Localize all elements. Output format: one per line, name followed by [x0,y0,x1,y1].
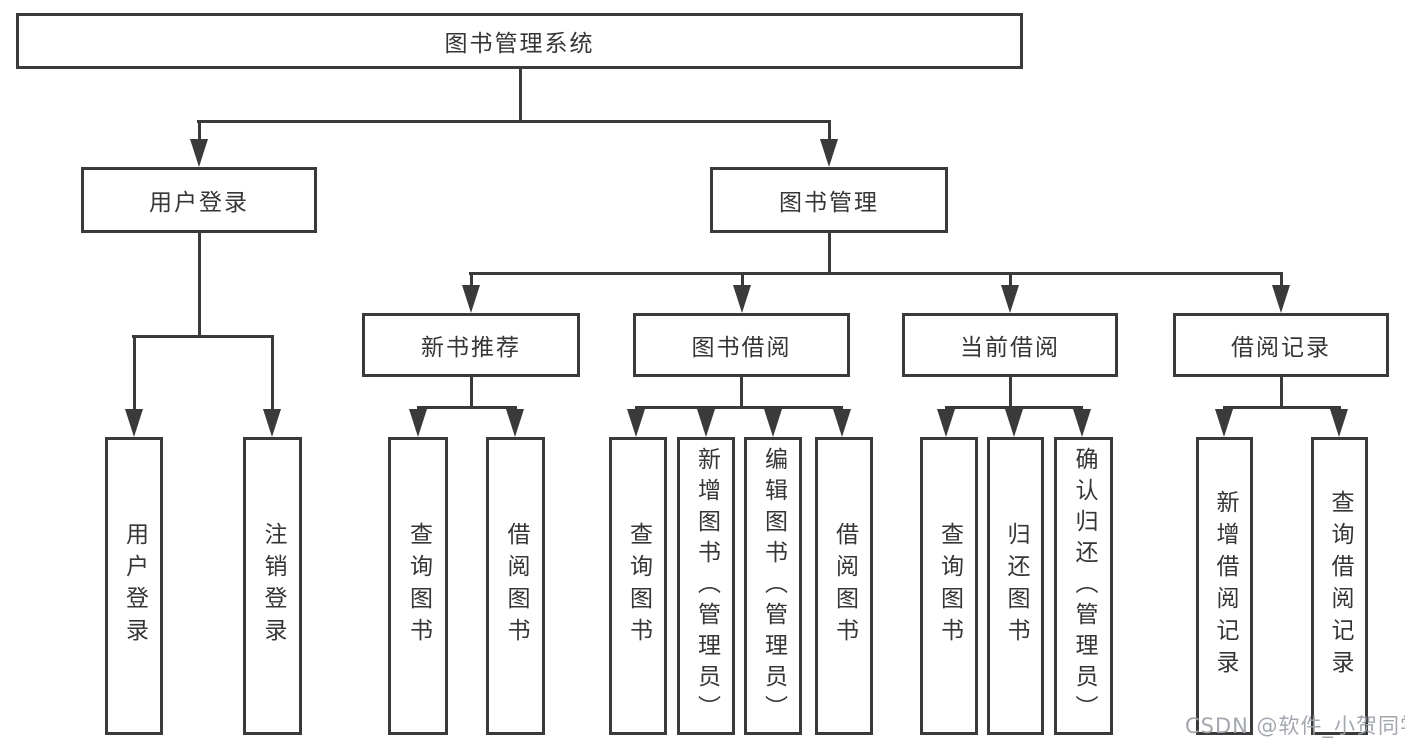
arrowhead-leaf-icon [627,409,645,437]
leaf-logout: 注销登录 [243,437,302,735]
arrowhead-leaf-icon [697,409,715,437]
arrowhead-leaf-icon [937,409,955,437]
arrowhead-leaf-icon [1330,409,1348,437]
arrowhead-user-login-icon [190,139,208,167]
leaf-add-borrow-record: 新增借阅记录 [1196,437,1253,735]
arrowhead-leaf-icon [1073,409,1091,437]
connector-new-book-stem [470,377,473,409]
arrowhead-login-leaf-icon [125,409,143,437]
connector-user-login-stem [198,233,201,337]
connector-book-mgmt-branch [469,272,1283,275]
leaf-query-borrow-record: 查询借阅记录 [1311,437,1368,735]
leaf-user-login: 用户登录 [105,437,163,735]
connector-borrow-records-stem [1280,377,1283,409]
connector-user-login-drop [198,123,201,143]
connector-root-stem [519,69,522,121]
connector-user-login-branch [132,335,274,338]
connector-root-branch [197,120,831,123]
connector-borrow-records-leafbranch [1223,406,1341,409]
connector-current-borrow-drop [1009,275,1012,289]
arrowhead-leaf-icon [833,409,851,437]
arrowhead-book-borrow-icon [733,285,751,313]
connector-book-mgmt-stem [828,233,831,275]
arrowhead-logout-leaf-icon [263,409,281,437]
connector-book-mgmt-drop [828,123,831,143]
leaf-return-books: 归还图书 [987,437,1044,735]
arrowhead-leaf-icon [764,409,782,437]
connector-book-borrow-stem [740,377,743,409]
leaf-add-book-admin: 新增图书（管理员） [677,437,735,735]
connector-new-book-leafbranch [417,406,517,409]
node-user-login: 用户登录 [81,167,317,233]
connector-book-borrow-drop [741,275,744,289]
connector-book-borrow-leafbranch [635,406,843,409]
connector-current-borrow-stem [1009,377,1012,409]
arrowhead-borrow-records-icon [1272,285,1290,313]
arrowhead-leaf-icon [506,409,524,437]
leaf-query-books-current: 查询图书 [920,437,978,735]
arrowhead-leaf-icon [1005,409,1023,437]
node-book-borrowing: 图书借阅 [633,313,850,377]
arrowhead-leaf-icon [1215,409,1233,437]
arrowhead-new-book-icon [462,285,480,313]
arrowhead-current-borrow-icon [1001,285,1019,313]
node-current-borrowing: 当前借阅 [902,313,1118,377]
node-borrowing-records: 借阅记录 [1173,313,1389,377]
leaf-edit-book-admin: 编辑图书（管理员） [744,437,802,735]
leaf-confirm-return-admin: 确认归还（管理员） [1054,437,1113,735]
connector-borrow-records-drop [1280,275,1283,289]
leaf-query-books-recommend: 查询图书 [388,437,448,735]
connector-logout-leaf-drop [271,338,274,414]
arrowhead-leaf-icon [409,409,427,437]
node-book-management: 图书管理 [710,167,948,233]
leaf-query-books-borrow: 查询图书 [609,437,667,735]
node-root: 图书管理系统 [16,13,1023,69]
watermark-text: CSDN @软件_小贺同学 [1185,714,1405,738]
arrowhead-book-mgmt-icon [820,139,838,167]
leaf-borrow-books: 借阅图书 [815,437,873,735]
connector-current-borrow-leafbranch [945,406,1083,409]
connector-login-leaf-drop [133,338,136,414]
node-new-book-recommend: 新书推荐 [362,313,580,377]
connector-new-book-drop [470,275,473,289]
leaf-borrow-books-recommend: 借阅图书 [486,437,545,735]
